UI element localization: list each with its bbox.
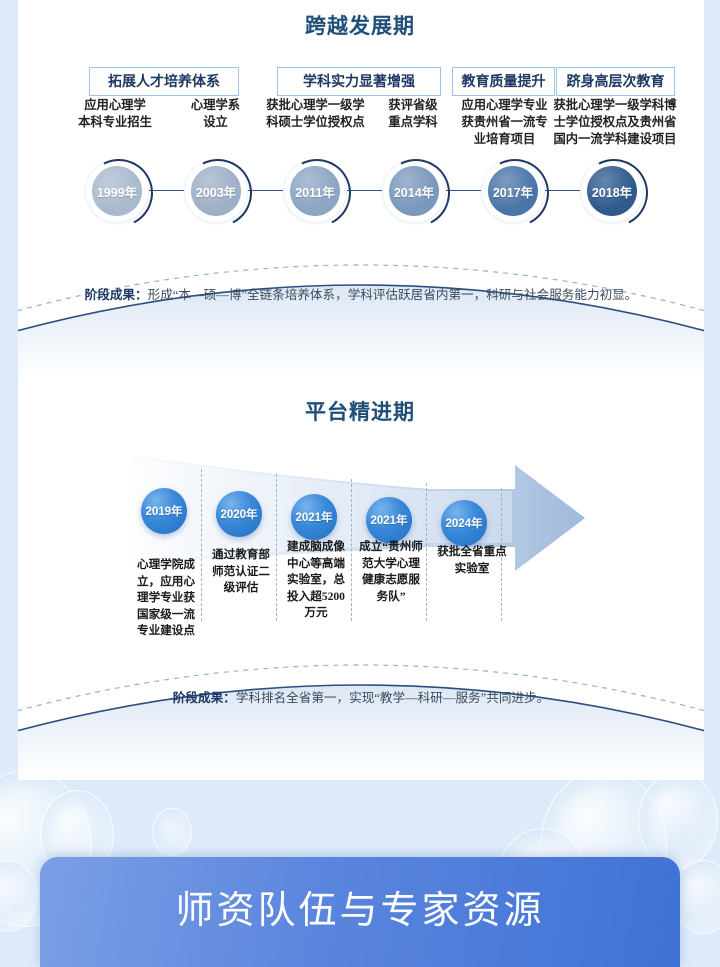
stage1-desc-2: 心理学系 设立 bbox=[190, 98, 241, 129]
stage1-group-box-1: 拓展人才培养体系 bbox=[89, 67, 239, 96]
node-ball bbox=[488, 166, 538, 216]
timeline-node-2003[interactable]: 2003年 bbox=[175, 150, 261, 236]
column-divider bbox=[426, 483, 427, 621]
stage2-result-body: 学科排名全省第一，实现“教学—科研—服务”共同进步。 bbox=[235, 691, 550, 705]
timeline-connector bbox=[148, 190, 196, 192]
node-year-label: 2024年 bbox=[445, 518, 483, 530]
timeline-node-2017[interactable]: 2017年 bbox=[472, 150, 558, 236]
node-year-label: 2003年 bbox=[195, 185, 237, 200]
stage1-desc-5: 应用心理学专业 获贵州省一流专 业培育项目 bbox=[461, 98, 548, 146]
curve-graphic bbox=[18, 264, 704, 380]
stage1-result-body: 形成“本—硕—博”全链条培养体系，学科评估跃居省内第一，科研与社会服务能力初显。 bbox=[147, 288, 638, 302]
bubble bbox=[638, 772, 718, 869]
timeline-connector bbox=[544, 190, 592, 192]
stage1-timeline: 1999年 2003年 2011年 2014年 2017年 bbox=[0, 150, 720, 236]
stage2-arrow-chart: 2019年 2020年 2021年 2021年 2024年 心理学院成立，应用心… bbox=[130, 443, 600, 637]
node-year-label: 2011年 bbox=[295, 185, 335, 200]
column-divider bbox=[201, 469, 202, 621]
node-ball bbox=[290, 166, 340, 216]
timeline-connector bbox=[247, 190, 295, 192]
stage2-desc-5: 获批全省重点实验室 bbox=[437, 545, 507, 575]
stage2-result-label: 阶段成果： bbox=[172, 691, 236, 705]
node-year-label: 2018年 bbox=[591, 185, 633, 200]
node-year-label: 2019年 bbox=[145, 506, 183, 518]
stage1-desc-1: 应用心理学 本科专业招生 bbox=[78, 98, 152, 129]
column-divider bbox=[501, 488, 502, 621]
column-divider bbox=[351, 479, 352, 621]
stage2-node-2021a[interactable]: 2021年 bbox=[291, 494, 337, 540]
stage1-group-box-3: 教育质量提升 bbox=[452, 67, 555, 96]
node-year-label: 2020年 bbox=[220, 509, 258, 521]
timeline-node-2014[interactable]: 2014年 bbox=[373, 150, 459, 236]
stage1-group-box-2: 学科实力显著增强 bbox=[277, 67, 441, 96]
stage1-desc-6: 获批心理学一级学科博 士学位授权点及贵州省 国内一流学科建设项目 bbox=[553, 98, 677, 146]
stage2-node-2020[interactable]: 2020年 bbox=[216, 491, 262, 537]
node-ball bbox=[92, 166, 142, 216]
stage2-desc-2: 通过教育部师范认证二级评估 bbox=[212, 548, 270, 594]
stage2-desc-4: 成立“贵州师范大学心理健康志愿服务队” bbox=[359, 540, 423, 603]
stage1-desc-4: 获评省级 重点学科 bbox=[388, 98, 438, 129]
stage2-title: 平台精进期 bbox=[305, 401, 415, 424]
bottom-banner-title: 师资队伍与专家资源 bbox=[175, 890, 545, 932]
stage2-desc-1: 心理学院成立，应用心理学专业获国家级一流专业建设点 bbox=[137, 558, 195, 637]
stage2-node-2024[interactable]: 2024年 bbox=[441, 500, 487, 546]
content-card bbox=[18, 0, 704, 773]
stage1-result-label: 阶段成果： bbox=[84, 288, 148, 302]
node-ball bbox=[587, 166, 637, 216]
stage1-result-text: 阶段成果：形成“本—硕—博”全链条培养体系，学科评估跃居省内第一，科研与社会服务… bbox=[78, 285, 644, 306]
timeline-connector bbox=[346, 190, 394, 192]
bubble bbox=[152, 808, 192, 856]
stage2-node-2021b[interactable]: 2021年 bbox=[366, 497, 412, 543]
column-divider bbox=[276, 474, 277, 621]
stage2-result-text: 阶段成果：学科排名全省第一，实现“教学—科研—服务”共同进步。 bbox=[78, 688, 644, 709]
stage2-result-banner: 阶段成果：学科排名全省第一，实现“教学—科研—服务”共同进步。 bbox=[18, 640, 704, 780]
bottom-banner[interactable]: 师资队伍与专家资源 bbox=[40, 857, 680, 967]
curve-graphic bbox=[18, 664, 704, 780]
stage2-desc-3: 建成脑成像中心等高端实验室，总投入超5200万元 bbox=[287, 540, 345, 619]
stage1-title: 跨越发展期 bbox=[305, 15, 415, 38]
node-ball bbox=[389, 166, 439, 216]
timeline-node-2011[interactable]: 2011年 bbox=[274, 150, 360, 236]
timeline-connector bbox=[445, 190, 493, 192]
node-year-label: 2017年 bbox=[492, 185, 534, 200]
node-ball bbox=[191, 166, 241, 216]
stage2-node-2019[interactable]: 2019年 bbox=[141, 488, 187, 534]
stage1-result-banner: 阶段成果：形成“本—硕—博”全链条培养体系，学科评估跃居省内第一，科研与社会服务… bbox=[18, 240, 704, 380]
stage1-desc-3: 获批心理学一级学 科硕士学位授权点 bbox=[266, 98, 365, 129]
node-year-label: 2021年 bbox=[370, 515, 408, 527]
node-year-label: 1999年 bbox=[96, 185, 138, 200]
stage1-group-box-4: 跻身高层次教育 bbox=[556, 67, 675, 96]
timeline-node-2018[interactable]: 2018年 bbox=[571, 150, 657, 236]
node-year-label: 2021年 bbox=[295, 512, 333, 524]
node-year-label: 2014年 bbox=[393, 185, 435, 200]
timeline-node-1999[interactable]: 1999年 bbox=[76, 150, 162, 236]
